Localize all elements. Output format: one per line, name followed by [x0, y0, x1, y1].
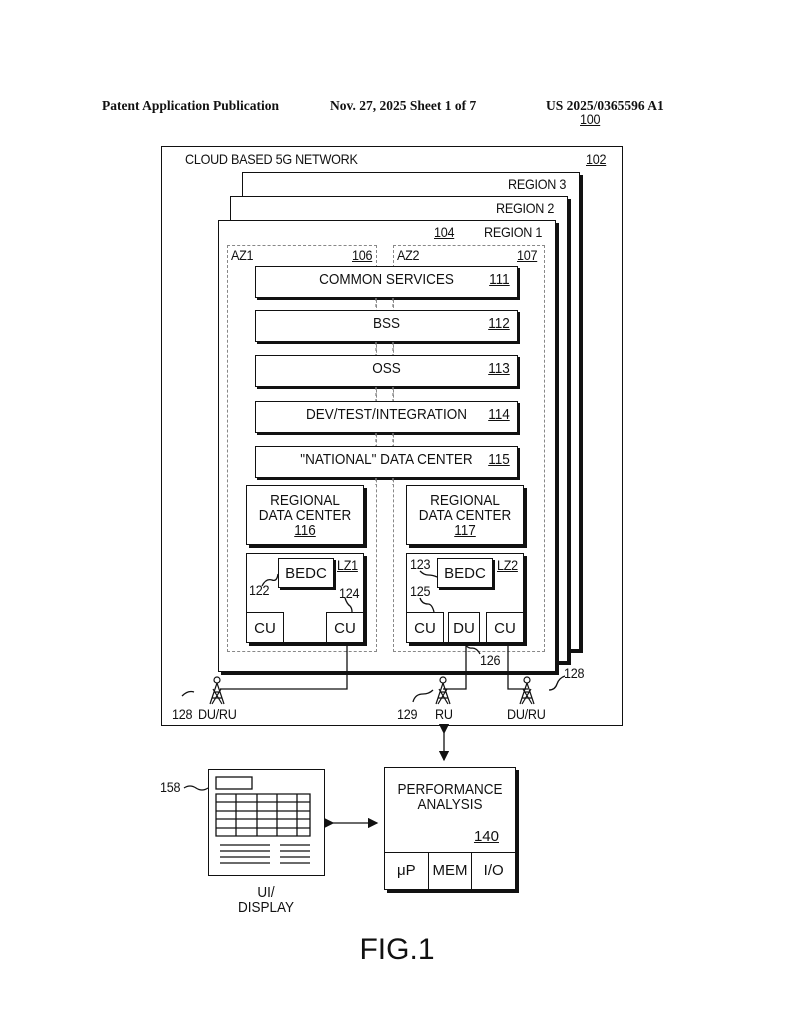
cu-ref-124: 124: [339, 585, 360, 601]
bedc-2-ref: 123: [410, 556, 431, 572]
unit-label: CU: [494, 620, 516, 637]
part-io: I/O: [483, 862, 504, 879]
ui-display-box: [208, 769, 325, 876]
part-mp: μP: [397, 862, 416, 879]
rdc-line2: DATA CENTER: [258, 507, 352, 524]
region-1-ref: 104: [434, 224, 455, 240]
unit-label: CU: [254, 620, 276, 637]
regional-dc-117: REGIONAL DATA CENTER 117: [406, 485, 524, 545]
layer-ref: 112: [488, 315, 510, 332]
leader-125: [419, 597, 435, 613]
du-ref-126: 126: [480, 652, 501, 668]
tower-icon: [519, 676, 535, 705]
perf-line1: PERFORMANCE: [397, 781, 503, 798]
az-divider: [375, 298, 394, 485]
perf-ref: 140: [473, 828, 499, 845]
lz1-cu-1: CU: [246, 612, 284, 643]
region-3-label: REGION 3: [508, 176, 567, 192]
display-ref: 158: [160, 779, 181, 795]
link-tower-1: [220, 643, 348, 690]
regional-dc-116: REGIONAL DATA CENTER 116: [246, 485, 364, 545]
rdc-ref: 117: [454, 522, 476, 539]
display-label: UI/ DISPLAY: [221, 885, 311, 915]
perf-line2: ANALYSIS: [417, 796, 483, 813]
az2-ref: 107: [517, 247, 538, 263]
unit-label: DU: [453, 620, 475, 637]
leader-128b: [548, 675, 566, 691]
figure-caption: FIG.1: [359, 933, 435, 966]
lz2-label: LZ2: [497, 557, 518, 573]
leader-122: [261, 573, 279, 587]
tower-1-ref: 128: [172, 706, 193, 722]
layer-bss: BSS 112: [255, 310, 518, 342]
layer-ref: 113: [488, 360, 510, 377]
region-2-label: REGION 2: [496, 200, 555, 216]
cu-ref-125: 125: [410, 583, 431, 599]
rdc-ref: 116: [294, 522, 316, 539]
tower-3-ref: 128: [564, 665, 585, 681]
unit-label: CU: [414, 620, 436, 637]
layer-ref: 115: [488, 451, 510, 468]
layer-oss: OSS 113: [255, 355, 518, 387]
part-mem: MEM: [427, 853, 473, 889]
rdc-line2: DATA CENTER: [418, 507, 512, 524]
publication-label: Patent Application Publication: [102, 98, 280, 113]
display-title-field: [215, 776, 253, 790]
leader-129: [412, 689, 434, 703]
layer-label: OSS: [372, 360, 401, 377]
figure-ref: 100: [580, 111, 601, 127]
az1-ref: 106: [352, 247, 373, 263]
region-1-label: REGION 1: [484, 224, 543, 240]
bedc-label: BEDC: [285, 565, 327, 582]
layer-ref: 111: [489, 271, 510, 288]
bedc-1: BEDC: [278, 558, 334, 588]
layer-national-dc: "NATIONAL" DATA CENTER 115: [255, 446, 518, 478]
lz2-cu-2: CU: [486, 612, 524, 643]
lz1-label: LZ1: [337, 557, 358, 573]
link-tower-2: [443, 643, 467, 690]
leader-158: [183, 785, 209, 791]
bedc-label: BEDC: [444, 565, 486, 582]
layer-label: DEV/TEST/INTEGRATION: [305, 406, 468, 423]
network-ref: 102: [586, 151, 607, 167]
leader-124: [344, 597, 353, 613]
bedc-2: BEDC: [437, 558, 493, 588]
layer-label: "NATIONAL" DATA CENTER: [300, 451, 473, 468]
tower-1-label: DU/RU: [198, 706, 237, 722]
leader-128a: [181, 690, 195, 697]
layer-dev-test: DEV/TEST/INTEGRATION 114: [255, 401, 518, 433]
patent-number: US 2025/0365596 A1: [546, 98, 664, 113]
rdc-line1: REGIONAL: [270, 492, 340, 509]
tower-2-label: RU: [435, 706, 453, 722]
lz2-du: DU: [448, 612, 480, 643]
network-label: CLOUD BASED 5G NETWORK: [185, 151, 358, 167]
leader-123: [419, 570, 438, 578]
layer-common-services: COMMON SERVICES 111: [255, 266, 518, 298]
rdc-line1: REGIONAL: [430, 492, 500, 509]
tower-2-ref: 129: [397, 706, 418, 722]
az2-label: AZ2: [397, 247, 420, 263]
layer-label: BSS: [372, 315, 400, 332]
layer-ref: 114: [488, 406, 510, 423]
date-sheet: Nov. 27, 2025 Sheet 1 of 7: [330, 98, 477, 113]
layer-label: COMMON SERVICES: [319, 271, 454, 288]
lz2-cu-1: CU: [406, 612, 444, 643]
performance-analysis-box: PERFORMANCE ANALYSIS 140 μP MEM I/O: [384, 767, 516, 890]
tower-icon: [209, 676, 225, 705]
bedc-1-ref: 122: [249, 582, 270, 598]
display-line1: UI/: [257, 884, 275, 901]
tower-icon: [435, 676, 451, 705]
unit-label: CU: [334, 620, 356, 637]
lz1-cu-2: CU: [326, 612, 364, 643]
link-tower-3: [507, 643, 528, 690]
display-line2: DISPLAY: [237, 899, 295, 916]
tower-3-label: DU/RU: [507, 706, 546, 722]
display-text-lines: [220, 844, 310, 864]
display-grid: [215, 793, 311, 837]
az1-label: AZ1: [231, 247, 254, 263]
